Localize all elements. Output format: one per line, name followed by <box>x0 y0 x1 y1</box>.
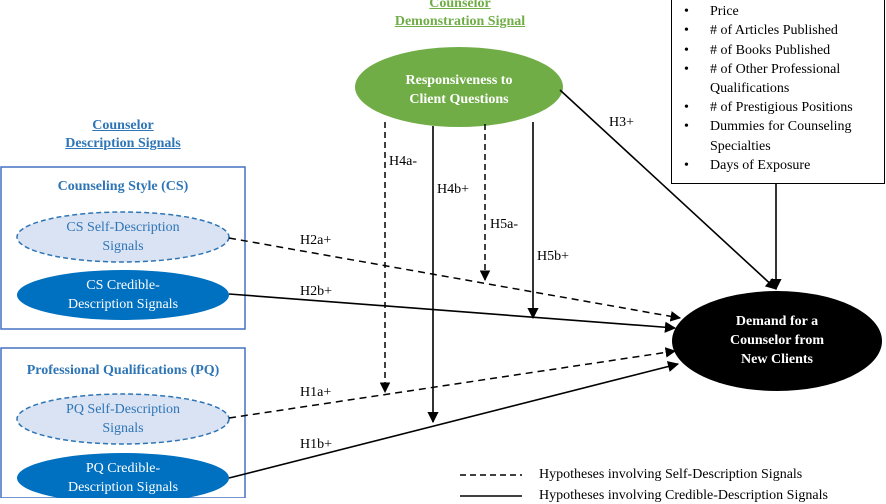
demand-node-text: Demand for a Counselor from New Clients <box>697 312 857 369</box>
pq-self-description-text: PQ Self-Description Signals <box>23 400 223 438</box>
control-item: City <box>672 0 884 2</box>
cs-cred-line1: CS Credible- <box>86 278 160 293</box>
responsiveness-line1: Responsiveness to <box>405 73 513 88</box>
control-item: Price <box>672 2 884 21</box>
h5a-label: H5a- <box>490 217 518 232</box>
pq-self-description-node <box>16 393 230 445</box>
description-signals-title-line1: Counselor <box>92 118 154 133</box>
pq-box <box>0 347 246 498</box>
cs-credible-description-node <box>17 270 229 320</box>
demo-signal-title-line1: Counselor <box>429 0 491 11</box>
cs-self-line2: Signals <box>102 239 144 254</box>
h2a-arrow <box>228 237 682 322</box>
description-signals-title-line2: Description Signals <box>65 136 181 151</box>
control-item: # of Other Professional Qualifications <box>672 60 884 98</box>
h4a-label: H4a- <box>389 154 417 169</box>
cs-box-title: Counseling Style (CS) <box>57 179 189 194</box>
demand-node <box>672 291 882 391</box>
h5b-label: H5b+ <box>537 249 570 264</box>
h2a-label: H2a+ <box>300 233 332 248</box>
control-variables-box: CityPrice# of Articles Published# of Boo… <box>671 0 885 184</box>
control-item: # of Prestigious Positions <box>672 98 884 117</box>
pq-cred-line2: Description Signals <box>67 480 179 495</box>
pq-credible-description-node <box>17 453 229 498</box>
h1b-label: H1b+ <box>300 437 333 452</box>
responsiveness-node-text: Responsiveness to Client Questions <box>379 71 539 109</box>
cs-credible-description-text: CS Credible- Description Signals <box>23 276 223 314</box>
demand-line3: New Clients <box>741 352 813 367</box>
h2b-arrow <box>228 293 677 333</box>
cs-self-description-node <box>16 211 230 263</box>
responsiveness-line2: Client Questions <box>409 92 509 107</box>
demo-signal-title-line2: Demonstration Signal <box>394 14 526 29</box>
description-signals-title: Counselor Description Signals <box>40 117 206 153</box>
demo-signal-title: Counselor Demonstration Signal <box>370 0 550 31</box>
h1a-arrow <box>228 347 677 419</box>
responsiveness-node <box>355 47 563 127</box>
control-item: # of Books Published <box>672 41 884 60</box>
control-item: Dummies for Counseling Specialties <box>672 117 884 155</box>
demand-line2: Counselor from <box>730 333 824 348</box>
control-item: Days of Exposure <box>672 156 884 175</box>
h3-arrow <box>559 89 777 290</box>
cs-box <box>0 166 246 330</box>
h1b-arrow <box>228 361 680 479</box>
control-item: # of Articles Published <box>672 21 884 40</box>
legend-dashed-label: Hypotheses involving Self-Description Si… <box>539 467 803 482</box>
pq-self-line1: PQ Self-Description <box>66 402 180 417</box>
cs-self-line1: CS Self-Description <box>66 220 180 235</box>
h3-label: H3+ <box>609 115 635 130</box>
pq-self-line2: Signals <box>102 421 144 436</box>
demand-line1: Demand for a <box>735 314 819 329</box>
h4b-label: H4b+ <box>437 182 470 197</box>
pq-credible-description-text: PQ Credible- Description Signals <box>23 459 223 497</box>
legend-solid-label: Hypotheses involving Credible-Descriptio… <box>539 488 828 503</box>
control-variables-list: CityPrice# of Articles Published# of Boo… <box>672 0 884 175</box>
h2b-label: H2b+ <box>300 284 333 299</box>
pq-box-title: Professional Qualifications (PQ) <box>26 363 220 378</box>
pq-cred-line1: PQ Credible- <box>85 461 161 476</box>
cs-self-description-text: CS Self-Description Signals <box>23 218 223 256</box>
h1a-label: H1a+ <box>300 385 332 400</box>
cs-cred-line2: Description Signals <box>67 297 179 312</box>
